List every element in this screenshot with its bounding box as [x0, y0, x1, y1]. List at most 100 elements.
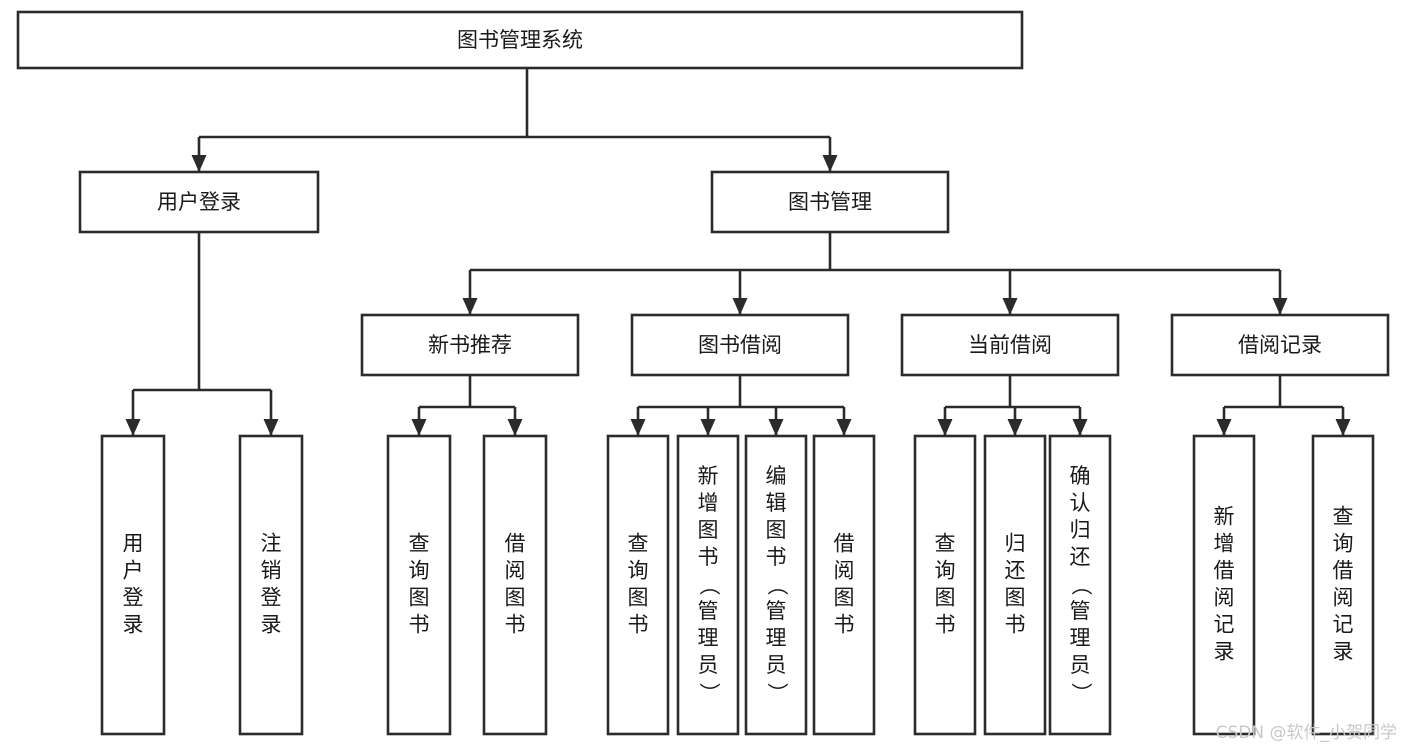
- node-label-root: 图书管理系统: [457, 28, 583, 52]
- node-borrow-record[interactable]: 借阅记录: [1170, 313, 1390, 377]
- node-box-leaf-query-book-2[interactable]: [606, 434, 670, 736]
- node-box-user-login[interactable]: [78, 170, 320, 234]
- svg-text:辑: 辑: [766, 491, 787, 515]
- node-box-book-management[interactable]: [710, 170, 950, 234]
- node-box-leaf-borrow-book-2[interactable]: [812, 434, 876, 736]
- svg-text:阅: 阅: [834, 559, 855, 583]
- node-book-management[interactable]: 图书管理: [710, 170, 950, 234]
- svg-text:图: 图: [698, 518, 719, 542]
- svg-text:查: 查: [1333, 505, 1354, 529]
- connector-conn-current-borrow: [937, 375, 1088, 436]
- arrow-head-icon: [1216, 419, 1232, 436]
- node-box-leaf-confirm-return[interactable]: [1048, 434, 1112, 736]
- node-book-borrow[interactable]: 图书借阅: [630, 313, 850, 377]
- arrow-head-icon: [630, 419, 646, 436]
- svg-text:借: 借: [1333, 559, 1354, 583]
- node-leaf-user-login[interactable]: 用户登录: [100, 434, 166, 736]
- svg-text:）: ）: [765, 683, 789, 704]
- arrow-head-icon: [768, 419, 784, 436]
- svg-text:书: 书: [628, 613, 649, 637]
- arrow-head-icon: [836, 419, 852, 436]
- node-box-current-borrow[interactable]: [900, 313, 1120, 377]
- svg-text:图: 图: [834, 586, 855, 610]
- node-box-leaf-add-record[interactable]: [1192, 434, 1256, 736]
- svg-text:归: 归: [1005, 532, 1026, 556]
- arrow-head-icon: [462, 298, 478, 315]
- svg-text:借: 借: [834, 532, 855, 556]
- svg-text:图: 图: [766, 518, 787, 542]
- node-box-leaf-query-book-1[interactable]: [386, 434, 452, 736]
- svg-text:图: 图: [628, 586, 649, 610]
- svg-text:还: 还: [1005, 559, 1026, 583]
- node-box-new-book-recommend[interactable]: [360, 313, 580, 377]
- node-box-root[interactable]: [16, 10, 1024, 70]
- node-box-borrow-record[interactable]: [1170, 313, 1390, 377]
- arrow-head-icon: [1072, 419, 1088, 436]
- svg-text:询: 询: [1333, 532, 1354, 556]
- svg-text:询: 询: [409, 559, 430, 583]
- svg-text:书: 书: [409, 613, 430, 637]
- node-box-book-borrow[interactable]: [630, 313, 850, 377]
- arrow-head-icon: [507, 419, 523, 436]
- svg-text:增: 增: [1214, 532, 1235, 556]
- node-user-login[interactable]: 用户登录: [78, 170, 320, 234]
- arrow-head-icon: [125, 419, 141, 436]
- svg-text:借: 借: [505, 532, 526, 556]
- svg-text:图: 图: [1005, 586, 1026, 610]
- svg-text:书: 书: [935, 613, 956, 637]
- arrow-head-icon: [263, 419, 279, 436]
- svg-text:员: 员: [766, 653, 787, 677]
- node-box-leaf-query-record[interactable]: [1311, 434, 1375, 736]
- svg-text:管: 管: [766, 599, 787, 623]
- node-boxes-layer: 图书管理系统用户登录图书管理新书推荐图书借阅当前借阅借阅记录用户登录注销登录查询…: [16, 10, 1390, 736]
- node-box-leaf-user-login[interactable]: [100, 434, 166, 736]
- node-box-leaf-return-book[interactable]: [983, 434, 1047, 736]
- node-current-borrow[interactable]: 当前借阅: [900, 313, 1120, 377]
- svg-text:阅: 阅: [1333, 586, 1354, 610]
- node-new-book-recommend[interactable]: 新书推荐: [360, 313, 580, 377]
- svg-text:编: 编: [766, 464, 787, 488]
- svg-text:确: 确: [1070, 464, 1091, 488]
- svg-text:注: 注: [261, 532, 282, 556]
- svg-text:新: 新: [1214, 505, 1235, 529]
- arrow-head-icon: [732, 298, 748, 315]
- arrow-head-icon: [411, 419, 427, 436]
- svg-text:记: 记: [1333, 613, 1354, 637]
- arrow-head-icon: [822, 155, 838, 172]
- node-box-leaf-edit-book[interactable]: [744, 434, 808, 736]
- node-box-leaf-logout-login[interactable]: [238, 434, 304, 736]
- connector-conn-book-management: [462, 232, 1288, 315]
- arrow-head-icon: [1002, 298, 1018, 315]
- node-root[interactable]: 图书管理系统: [16, 10, 1024, 70]
- arrow-head-icon: [937, 419, 953, 436]
- node-box-leaf-add-book[interactable]: [676, 434, 740, 736]
- svg-text:图: 图: [935, 586, 956, 610]
- node-box-leaf-query-book-3[interactable]: [913, 434, 977, 736]
- svg-text:（: （: [765, 575, 789, 596]
- svg-text:书: 书: [505, 613, 526, 637]
- svg-text:录: 录: [123, 613, 144, 637]
- svg-text:书: 书: [766, 545, 787, 569]
- arrow-head-icon: [700, 419, 716, 436]
- node-box-leaf-borrow-book-1[interactable]: [482, 434, 548, 736]
